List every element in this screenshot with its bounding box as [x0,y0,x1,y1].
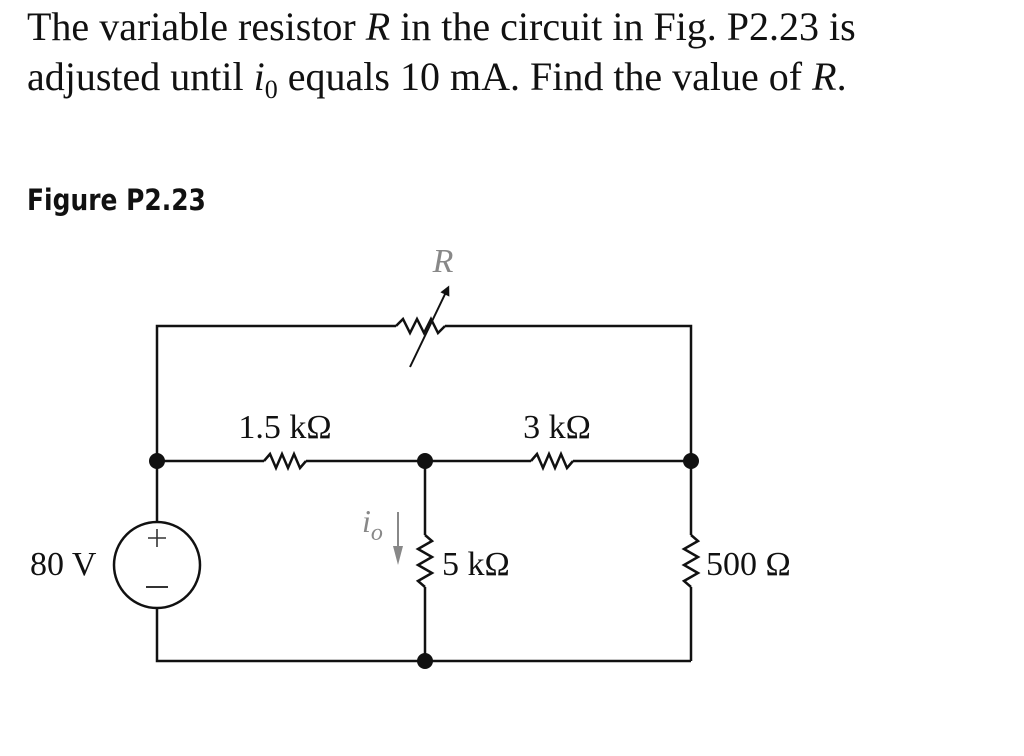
variable-i: i [253,54,265,99]
text: . [836,54,847,99]
io-symbol: i [362,503,371,539]
resistor-1-5k-zigzag [263,450,307,472]
resistor-5k-zigzag [415,534,435,588]
wire-bottom [155,608,691,663]
resistor-500-zigzag [681,534,701,588]
variable-r: R [365,4,391,49]
node-bottom [417,653,433,669]
label-r: R [432,243,454,280]
text: The variable resistor [27,4,366,49]
node-center [417,453,433,469]
node-left [149,453,165,469]
label-io: io [362,503,383,546]
plus-sign-icon [148,529,166,547]
label-500: 500 Ω [706,546,791,583]
variable-r: R [812,54,837,99]
label-5k: 5 kΩ [442,546,510,583]
variable-resistor-zigzag [395,316,446,336]
label-1-5k: 1.5 kΩ [238,409,331,446]
io-subscript: o [371,520,383,546]
problem-line-1: The variable resistor R in the circuit i… [27,2,1007,52]
wire-top-right [445,324,693,461]
text: equals 10 mA. Find the value of [277,54,813,99]
variable-resistor-arrow [409,285,450,368]
wire-top-left [155,324,396,461]
current-io-arrowhead-icon [393,546,403,565]
resistor-3k-zigzag [530,450,574,472]
label-80v: 80 V [30,546,97,583]
label-3k: 3 kΩ [523,409,591,446]
problem-statement: The variable resistor R in the circuit i… [27,2,1007,104]
text: in the circuit in Fig. P2.23 is [390,4,856,49]
variable-i-subscript: 0 [264,75,278,104]
node-right [683,453,699,469]
problem-line-2: adjusted until i0 equals 10 mA. Find the… [27,52,1007,104]
text: adjusted until [27,54,254,99]
figure-title: Figure P2.23 [27,183,206,217]
